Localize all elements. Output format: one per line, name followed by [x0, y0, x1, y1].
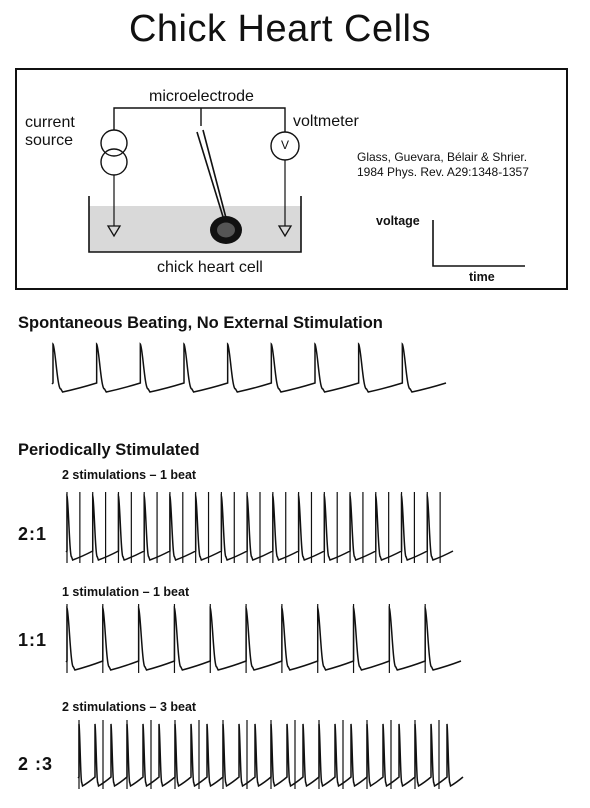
row-2-3-ratio: 2 :3: [18, 754, 54, 774]
page-title: Chick Heart Cells: [128, 8, 432, 50]
row-2-1-waveform: [65, 493, 454, 561]
microelectrode-tip-a: [196, 131, 225, 221]
heart-cell-nucleus: [217, 222, 235, 238]
row-1-1-caption: 1 stimulation – 1 beat: [62, 585, 190, 599]
citation: Glass, Guevara, Bélair & Shrier. 1984 Ph…: [357, 150, 529, 179]
apparatus-drawing: [88, 107, 525, 267]
spontaneous-title: Spontaneous Beating, No External Stimula…: [18, 314, 383, 332]
spontaneous-trace: [51, 342, 447, 393]
bath-outline: [88, 196, 302, 253]
row-2-1-trace: [65, 492, 454, 563]
voltage-time-axes: [432, 220, 525, 267]
periodic-title: Periodically Stimulated: [18, 441, 200, 459]
spontaneous-waveform: [51, 342, 447, 393]
apparatus-diagram: current source microelectrode voltmeter …: [15, 68, 568, 290]
right-ground-icon: [277, 225, 293, 238]
time-axis-label: time: [469, 270, 495, 284]
current-source-icon: [100, 118, 128, 176]
row-2-1-ratio: 2:1: [18, 524, 48, 544]
row-2-3-trace: [77, 720, 464, 789]
cell-label: chick heart cell: [157, 259, 263, 276]
left-ground-icon: [106, 225, 122, 238]
row-2-3-caption: 2 stimulations – 3 beat: [62, 700, 197, 714]
row-1-1-ratio: 1:1: [18, 630, 48, 650]
microelectrode-tip-b: [202, 129, 227, 219]
top-wire: [113, 107, 286, 132]
saline-bath-fill: [89, 206, 301, 252]
row-1-1-waveform: [65, 605, 462, 671]
voltmeter-symbol: V: [280, 138, 289, 152]
voltmeter-label: voltmeter: [293, 113, 359, 130]
row-2-1-caption: 2 stimulations – 1 beat: [62, 468, 197, 482]
voltage-axis-label: voltage: [376, 214, 420, 228]
microelectrode-label: microelectrode: [149, 88, 254, 105]
current-source-label: current source: [25, 114, 75, 149]
row-1-1-trace: [65, 604, 462, 673]
